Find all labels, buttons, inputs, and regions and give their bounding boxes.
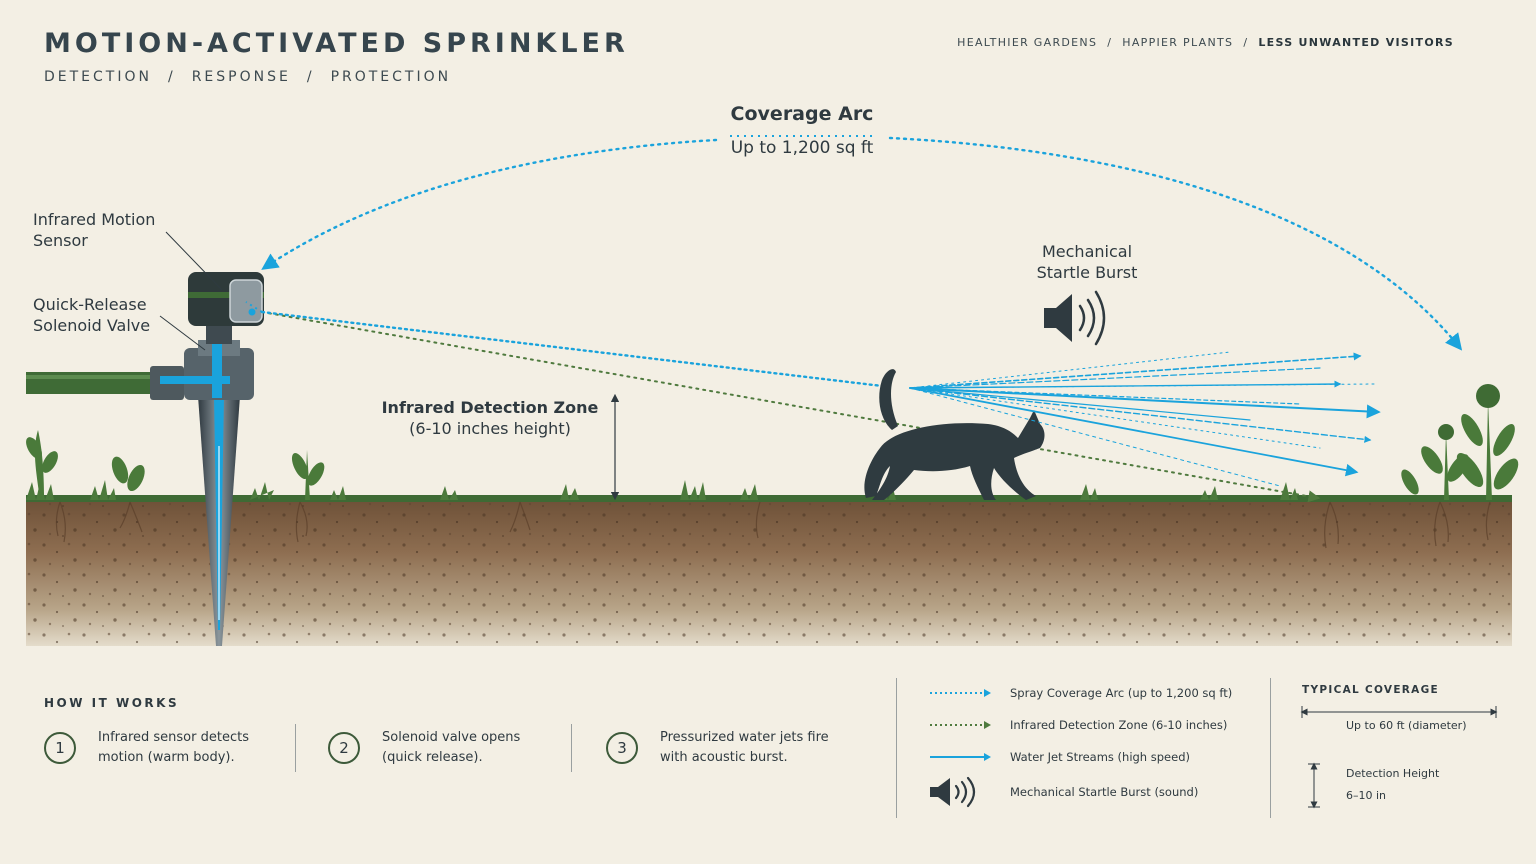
legend-ir-zone: Infrared Detection Zone (6-10 inches) bbox=[928, 715, 1227, 735]
step-text-3: Pressurized water jets fire with acousti… bbox=[660, 728, 850, 768]
cat-silhouette bbox=[864, 369, 1045, 500]
step-1: 1 Infrared sensor detects motion (warm b… bbox=[44, 728, 273, 768]
detection-height-value: 6–10 in bbox=[1346, 789, 1387, 802]
tagline-item-plants: HAPPIER PLANTS bbox=[1122, 36, 1234, 49]
step-text-2: Solenoid valve opens (quick release). bbox=[382, 728, 557, 768]
step-divider-2 bbox=[571, 724, 572, 772]
tagline-item-gardens: HEALTHIER GARDENS bbox=[957, 36, 1098, 49]
sensor-callout: Infrared Motion Sensor bbox=[33, 209, 155, 251]
valve-callout-line1: Quick-Release bbox=[33, 295, 147, 314]
weed-left bbox=[26, 430, 325, 500]
valve-leader bbox=[159, 315, 206, 351]
sensor-beam bbox=[260, 310, 884, 388]
legend-spray-arc: Spray Coverage Arc (up to 1,200 sq ft) bbox=[928, 683, 1232, 703]
detection-height-label: Detection Height bbox=[1346, 767, 1440, 780]
plant-roots bbox=[55, 501, 1491, 549]
diameter-dimension-arrow bbox=[1300, 706, 1498, 718]
step-number-3: 3 bbox=[606, 732, 638, 764]
legend-spray-arc-label: Spray Coverage Arc (up to 1,200 sq ft) bbox=[1010, 686, 1233, 700]
step-3-line1: Pressurized water jets fire bbox=[660, 730, 829, 745]
step-number-2: 2 bbox=[328, 732, 360, 764]
subtitle-protection: PROTECTION bbox=[330, 69, 452, 85]
page-subtitle: DETECTION/RESPONSE/PROTECTION bbox=[44, 69, 452, 85]
hose-highlight bbox=[26, 375, 158, 379]
legend-startle: Mechanical Startle Burst (sound) bbox=[928, 774, 1198, 810]
legend-divider-left bbox=[896, 678, 897, 818]
coverage-arc-value: Up to 1,200 sq ft bbox=[730, 138, 874, 158]
valve-water-vert bbox=[212, 336, 222, 398]
dotted-green-arrow-icon bbox=[930, 721, 991, 729]
subtitle-detection: DETECTION bbox=[44, 69, 152, 85]
sensor-lens bbox=[229, 279, 263, 323]
speaker-icon bbox=[930, 776, 976, 808]
coverage-arc-title: Coverage Arc bbox=[730, 103, 874, 125]
step-number-1: 1 bbox=[44, 732, 76, 764]
detection-zone-callout: Infrared Detection Zone (6-10 inches hei… bbox=[380, 397, 600, 439]
grass-line bbox=[26, 495, 1512, 502]
valve-callout-line2: Solenoid Valve bbox=[33, 316, 151, 335]
legend-water-jet: Water Jet Streams (high speed) bbox=[928, 747, 1190, 767]
coverage-arc-label: Coverage Arc Up to 1,200 sq ft bbox=[722, 102, 882, 159]
step-3: 3 Pressurized water jets fire with acous… bbox=[606, 728, 850, 768]
legend-startle-label: Mechanical Startle Burst (sound) bbox=[1010, 785, 1199, 799]
step-2-line2: (quick release). bbox=[382, 750, 483, 765]
sensor-callout-line1: Infrared Motion bbox=[33, 210, 156, 229]
detection-zone-value: (6-10 inches height) bbox=[409, 419, 571, 438]
grass-tufts bbox=[26, 478, 1298, 500]
step-divider-1 bbox=[295, 724, 296, 772]
startle-callout-line2: Startle Burst bbox=[1036, 263, 1138, 282]
detection-zone-title: Infrared Detection Zone bbox=[381, 398, 599, 417]
tagline: HEALTHIER GARDENS/HAPPIER PLANTS/LESS UN… bbox=[957, 36, 1454, 49]
startle-callout: Mechanical Startle Burst bbox=[1020, 241, 1154, 283]
step-3-line2: with acoustic burst. bbox=[660, 750, 788, 765]
dotted-blue-arrow-icon bbox=[930, 689, 991, 697]
weed-right bbox=[1401, 384, 1519, 500]
step-2-line1: Solenoid valve opens bbox=[382, 730, 521, 745]
sensor-leader bbox=[165, 231, 223, 291]
solid-blue-arrow-icon bbox=[930, 753, 991, 761]
step-text-1: Infrared sensor detects motion (warm bod… bbox=[98, 728, 273, 768]
step-1-line1: Infrared sensor detects bbox=[98, 730, 249, 745]
coverage-divider bbox=[1270, 678, 1271, 818]
coverage-arc-left bbox=[261, 138, 718, 270]
legend-ir-zone-label: Infrared Detection Zone (6-10 inches) bbox=[1010, 718, 1228, 732]
startle-callout-line1: Mechanical bbox=[1041, 242, 1133, 261]
typical-coverage-title: TYPICAL COVERAGE bbox=[1302, 684, 1439, 696]
step-1-line2: motion (warm body). bbox=[98, 750, 235, 765]
step-2: 2 Solenoid valve opens (quick release). bbox=[328, 728, 557, 768]
coverage-arc-right bbox=[888, 136, 1463, 351]
sensor-callout-line2: Sensor bbox=[33, 231, 88, 250]
soil-speckle bbox=[26, 500, 1512, 646]
sensor-eye bbox=[248, 308, 256, 316]
page-title: MOTION-ACTIVATED SPRINKLER bbox=[44, 28, 629, 59]
tagline-item-visitors: LESS UNWANTED VISITORS bbox=[1258, 36, 1454, 49]
height-dimension-arrow bbox=[1308, 762, 1320, 809]
legend-water-jet-label: Water Jet Streams (high speed) bbox=[1010, 750, 1190, 764]
sensor-band bbox=[188, 292, 264, 298]
valve-water bbox=[160, 376, 230, 384]
valve-callout: Quick-Release Solenoid Valve bbox=[33, 294, 150, 336]
coverage-diameter: Up to 60 ft (diameter) bbox=[1346, 719, 1467, 732]
how-it-works-title: HOW IT WORKS bbox=[44, 696, 180, 710]
water-jet-streams bbox=[909, 351, 1381, 487]
subtitle-response: RESPONSE bbox=[191, 69, 291, 85]
speaker-icon bbox=[1044, 290, 1106, 346]
